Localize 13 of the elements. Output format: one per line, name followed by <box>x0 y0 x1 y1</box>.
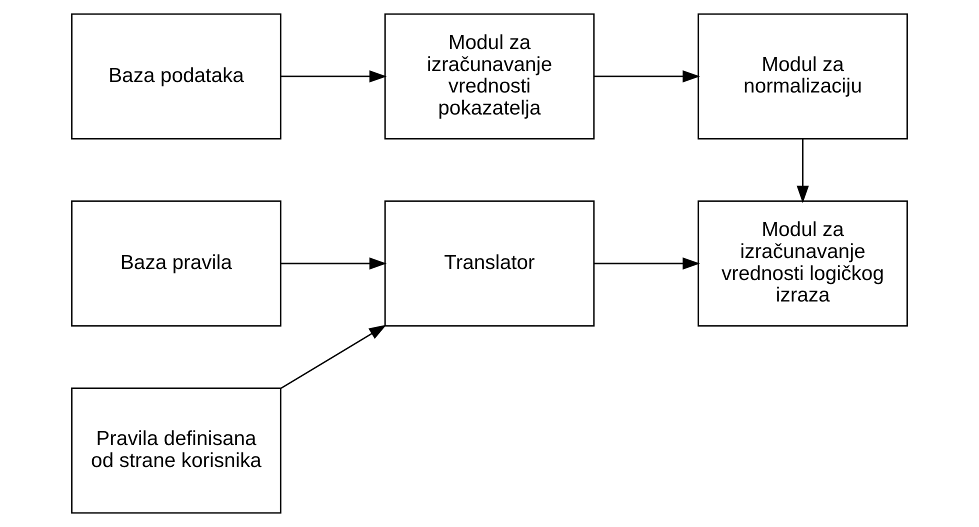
node-box: Baza pravila <box>71 200 282 327</box>
node-box: Modul za izračunavanje vrednosti logičkog izraza <box>698 200 908 327</box>
arrow <box>281 257 387 270</box>
node-box: Modul za izračunavanje vrednosti pokazatelja <box>384 13 595 140</box>
arrow <box>281 70 387 82</box>
arrow <box>796 139 809 204</box>
node-box: Modul za normalizaciju <box>698 13 908 140</box>
node-box: Translator <box>384 200 595 327</box>
node-box: Baza podataka <box>71 13 282 140</box>
arrow <box>594 257 700 270</box>
node-box: Pravila definisana od strane korisnika <box>71 388 282 514</box>
arrow <box>594 70 700 82</box>
arrow <box>280 324 386 389</box>
